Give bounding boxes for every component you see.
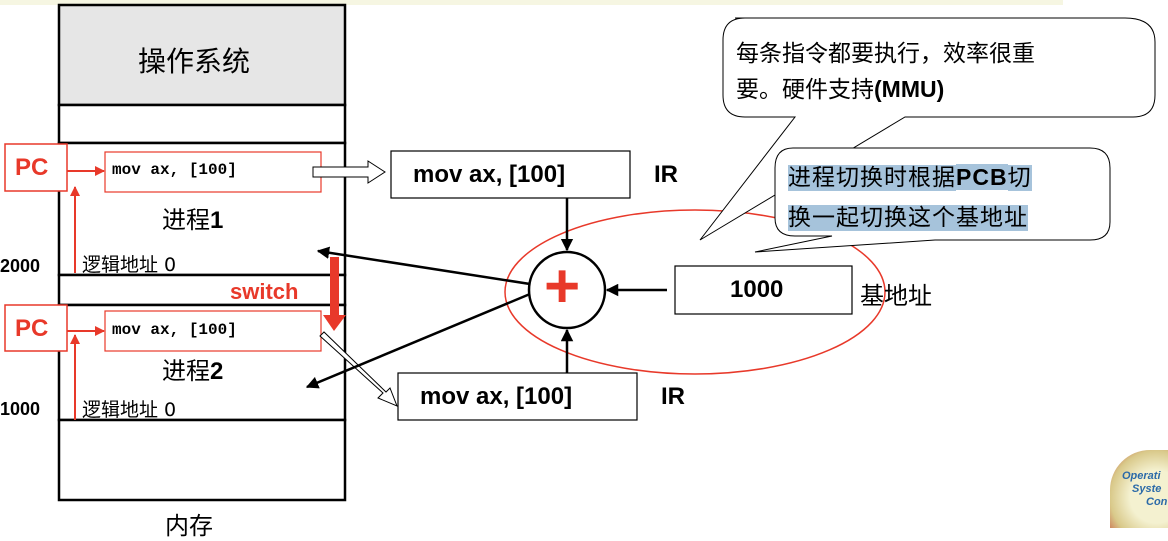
switch-arrow-head bbox=[323, 315, 346, 331]
adder-to-process1-arrow bbox=[316, 246, 531, 286]
pc-box-1 bbox=[4, 143, 68, 192]
callout-pcb-char: 进 bbox=[788, 165, 812, 191]
process2-base-address: 1000 bbox=[0, 399, 41, 419]
callout-pcb-char: 切 bbox=[836, 165, 860, 191]
process1-name-prefix: 进程 bbox=[162, 206, 210, 234]
os-label: 操作系统 bbox=[138, 45, 251, 78]
memory-blank-upper bbox=[57, 103, 347, 145]
switch-arrow-shaft bbox=[330, 257, 339, 317]
memory-blank-lower bbox=[57, 418, 347, 502]
top-band bbox=[0, 0, 1063, 5]
process2-name-prefix: 进程 bbox=[162, 357, 210, 385]
adder-circle bbox=[527, 250, 607, 330]
instr-box-1 bbox=[104, 151, 322, 193]
instr-box-2 bbox=[104, 310, 322, 352]
memory-gap bbox=[57, 273, 347, 307]
ir-bottom-instruction: mov ax, [100] bbox=[420, 383, 573, 410]
pc-box-2 bbox=[4, 304, 68, 352]
callout-pcb-char: 地 bbox=[980, 205, 1004, 231]
callout-pcb-char: 起 bbox=[836, 205, 860, 231]
base-register-box bbox=[674, 265, 853, 315]
fetch-arrow-2 bbox=[319, 331, 398, 407]
logo-text-1: Operati bbox=[1122, 470, 1161, 482]
callout-pcb-char: 址 bbox=[1004, 205, 1028, 231]
callout-pcb-char: 基 bbox=[956, 205, 980, 231]
switch-label: switch bbox=[230, 279, 299, 304]
pc-label-2: PC bbox=[15, 315, 49, 342]
base-register-label: 基地址 bbox=[860, 282, 932, 310]
callout-pcb-char: 换 bbox=[788, 205, 812, 231]
callout-pcb-char: 个 bbox=[932, 205, 956, 231]
process2-name: 进程2 bbox=[162, 351, 223, 386]
pc-label-1: PC bbox=[15, 154, 49, 181]
logo-text-3: Con bbox=[1146, 496, 1168, 508]
process1-logical-label: 逻辑地址 0 bbox=[82, 254, 177, 276]
callout-pcb-char: 换 bbox=[884, 205, 908, 231]
callout-pcb-line2: 换一起切换这个基地址 bbox=[788, 198, 1028, 232]
course-logo: Operati Syste Con bbox=[1110, 450, 1168, 528]
process1-name-num: 1 bbox=[210, 207, 224, 234]
ir-bottom-label: IR bbox=[661, 383, 685, 410]
ir-top-label: IR bbox=[654, 161, 678, 188]
callout-pcb-char: PCB bbox=[956, 164, 1008, 190]
fetch-arrow-1 bbox=[312, 160, 386, 184]
base-register-value: 1000 bbox=[730, 276, 784, 303]
process1-name: 进程1 bbox=[162, 200, 223, 235]
callout-mmu-line2-prefix: 要。硬件支持 bbox=[736, 77, 874, 103]
callout-pcb-char: 切 bbox=[860, 205, 884, 231]
adder-plus-icon: + bbox=[544, 252, 581, 321]
logo-text-2: Syste bbox=[1132, 483, 1162, 495]
callout-pcb-line1: 进程切换时根据PCB切 bbox=[788, 158, 1032, 192]
mmu-highlight-ellipse bbox=[504, 209, 886, 375]
ir-box-bottom bbox=[397, 372, 638, 421]
callout-pcb-char: 切 bbox=[1007, 165, 1032, 191]
process2-logical-label: 逻辑地址 0 bbox=[82, 399, 177, 421]
ir-top-instruction: mov ax, [100] bbox=[413, 161, 566, 188]
process1-logical-address: 逻辑地址 0 bbox=[82, 250, 176, 277]
callout-pcb-char: 根 bbox=[908, 165, 932, 191]
ir-box-top bbox=[390, 150, 631, 199]
process2-logical-address: 逻辑地址 0 bbox=[82, 395, 176, 422]
callout-pcb-char: 据 bbox=[932, 165, 956, 191]
process1-instruction: mov ax, [100] bbox=[112, 161, 237, 179]
process2-instruction: mov ax, [100] bbox=[112, 321, 237, 339]
callout-pcb-char: 时 bbox=[884, 165, 908, 191]
adder-to-process2-arrow bbox=[305, 292, 531, 389]
callout-mmu-line1: 每条指令都要执行，效率很重 bbox=[736, 41, 1035, 67]
callout-pcb-char: 换 bbox=[860, 165, 884, 191]
callout-mmu-line2: 要。硬件支持(MMU) bbox=[736, 70, 944, 104]
callout-pcb-char: 这 bbox=[908, 205, 932, 231]
callout-mmu-bubble bbox=[699, 17, 1156, 241]
callout-pcb-char: 程 bbox=[812, 165, 836, 191]
process1-base-address: 2000 bbox=[0, 256, 41, 276]
callout-pcb-char: 一 bbox=[812, 205, 836, 231]
memory-caption: 内存 bbox=[165, 512, 213, 540]
callout-mmu-line2-bold: (MMU) bbox=[874, 76, 945, 102]
process2-name-num: 2 bbox=[210, 358, 224, 385]
